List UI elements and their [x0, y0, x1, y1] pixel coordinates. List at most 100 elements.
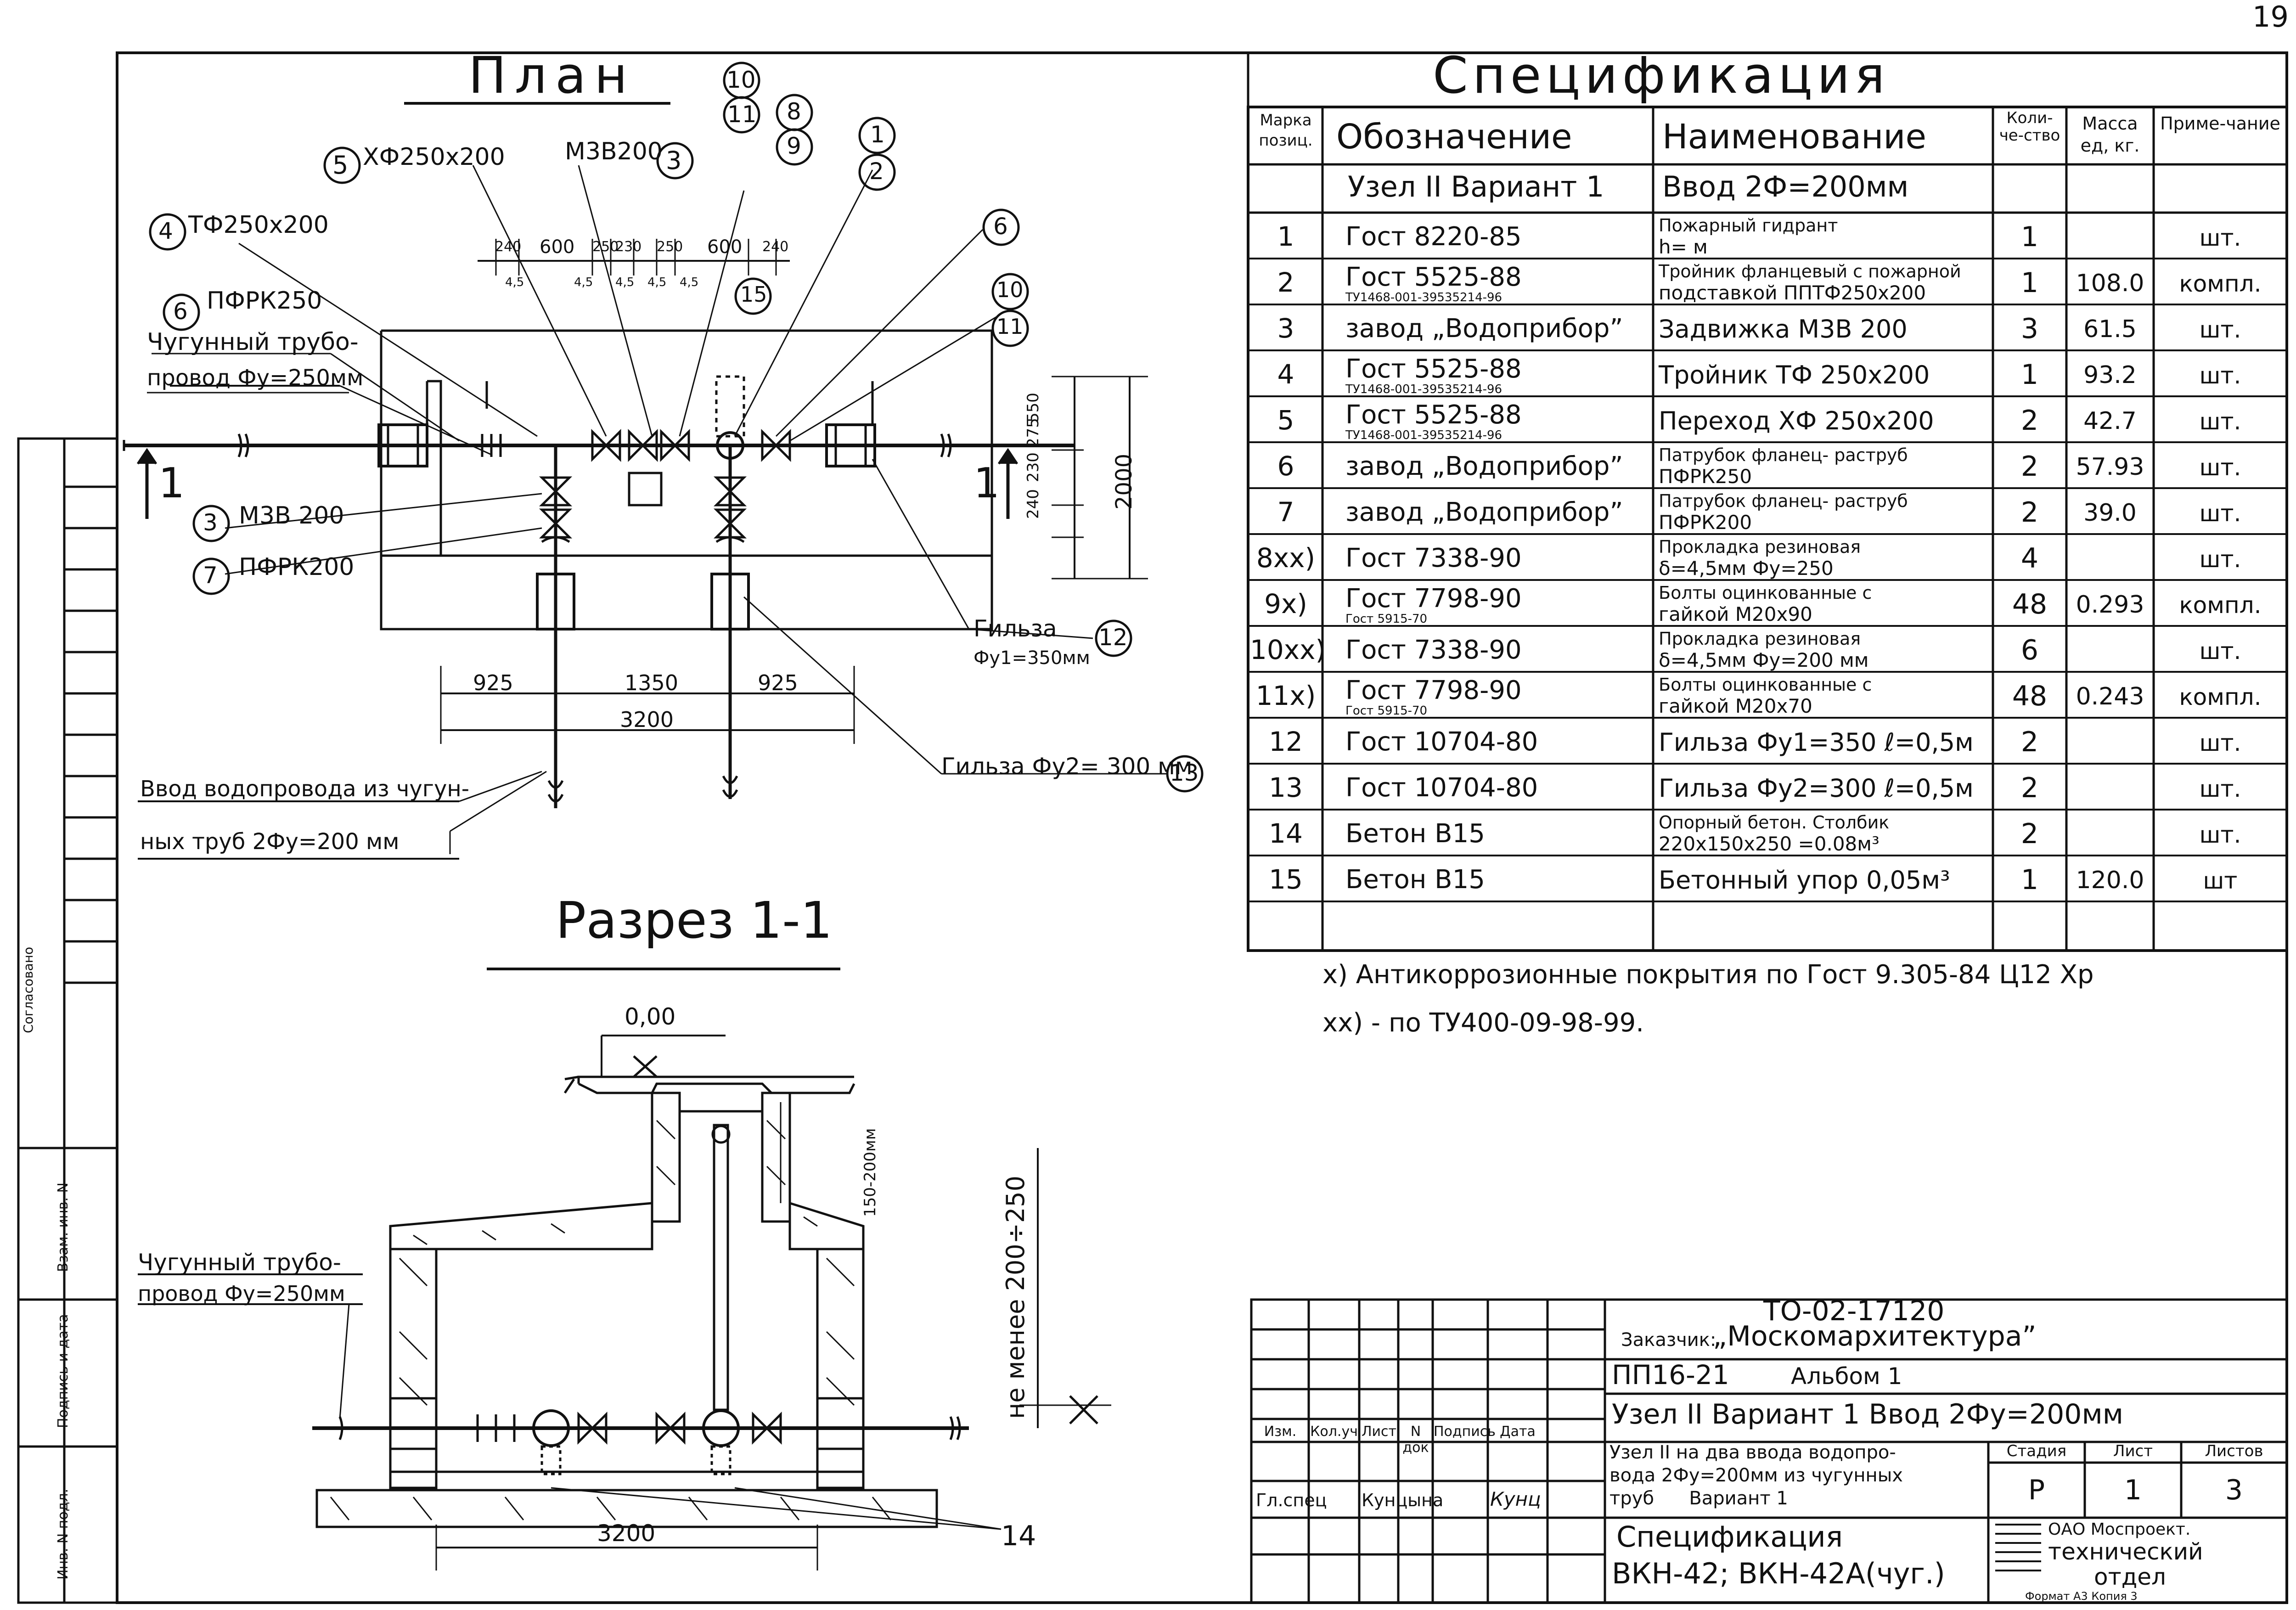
side-stamp [17, 437, 118, 1604]
callout-5-label: ХФ250х200 [363, 143, 505, 171]
spec-cell-pos: 1 [1277, 221, 1294, 252]
spec-cell-mass: 0.243 [2076, 683, 2144, 710]
callout-13: 13 [1170, 760, 1199, 786]
spec-cell-qty: 1 [2020, 267, 2039, 299]
spec-cell-pos: 9x) [1264, 588, 1307, 619]
spec-cell-name1: Прокладка резиновая [1659, 629, 1861, 649]
tb-stage: Р [2028, 1474, 2045, 1506]
callout-11-right: 11 [996, 314, 1024, 339]
spec-cell-note: шт. [2199, 546, 2241, 573]
spec-cell-qty: 1 [2020, 359, 2039, 391]
dim-bottom-0: 925 [473, 670, 513, 695]
spec-cell-pos: 8xx) [1256, 542, 1316, 574]
tb-customer: „Москомархитектура” [1713, 1320, 2037, 1352]
callout-9: 9 [787, 133, 801, 159]
spec-cell-name2: гайкой М20х90 [1659, 603, 1812, 625]
spec-cell-des: Бетон В15 [1345, 865, 1485, 895]
spec-cell-name1: Болты оцинкованные с [1659, 583, 1872, 603]
spec-cell-note: шт. [2199, 454, 2241, 481]
spec-cell-name1: Опорный бетон. Столбик [1659, 812, 1890, 833]
spec-cell-name1: Гильза Фу2=300 ℓ=0,5м [1659, 774, 1974, 803]
spec-header-note: Приме-чание [2160, 113, 2280, 134]
titleblock-grid [1250, 1298, 2288, 1604]
spec-cell-qty: 2 [2020, 496, 2039, 529]
plan-drawing [123, 102, 1166, 860]
spec-cell-name1: Пожарный гидрант [1659, 215, 1838, 236]
spec-cell-qty: 2 [2020, 726, 2039, 758]
dim-top-small-2: 4,5 [615, 276, 635, 289]
callout-13-label: Гильза Фу2= 300 мм [941, 753, 1193, 780]
callout-12: 12 [1098, 624, 1128, 651]
callout-3-top-label: М3В200 [565, 138, 663, 165]
spec-header-qty: Коли-че-ство [1999, 109, 2060, 145]
tb-album: Альбом 1 [1791, 1363, 1902, 1390]
tb-sheet-label: Лист [2113, 1442, 2153, 1460]
spec-cell-des2: ТУ1468-001-39535214-96 [1345, 428, 1503, 442]
section-hatch [330, 1120, 892, 1520]
side-inv-vz: Взам. инв. N [55, 1182, 71, 1272]
dim-top-1: 600 [540, 236, 575, 258]
dim-top-small-4: 4,5 [680, 276, 699, 289]
spec-cell-des: завод „Водоприбор” [1345, 451, 1623, 481]
tb-col-date: Дата [1500, 1424, 1536, 1440]
section-dim-bottom: 3200 [597, 1520, 656, 1547]
spec-cell-note: шт. [2199, 822, 2241, 848]
tb-sheets-label: Листов [2205, 1442, 2263, 1460]
spec-cell-des: завод „Водоприбор” [1345, 314, 1623, 343]
spec-cell-des2: Гост 5915-70 [1345, 704, 1428, 718]
input-label-2: ных труб 2Фу=200 мм [140, 829, 400, 855]
callout-6-right: 6 [993, 213, 1008, 240]
spec-cell-name1: Тройник фланцевый с пожарной [1659, 261, 1961, 281]
spec-cell-pos: 10xx) [1250, 634, 1326, 665]
tb-doc-1: Спецификация [1616, 1520, 1843, 1554]
spec-cell-des: Гост 7338-90 [1345, 635, 1522, 665]
side-sign-date: Подпись и дата [55, 1314, 71, 1429]
spec-cell-qty: 2 [2020, 450, 2039, 483]
section-mark-left: 1 [158, 459, 185, 507]
callout-1: 1 [870, 121, 885, 148]
dim-3200: 3200 [620, 707, 674, 732]
dim-top-0: 240 [495, 239, 522, 255]
spec-cell-note: шт. [2199, 730, 2241, 756]
spec-cell-pos: 5 [1277, 405, 1294, 436]
dim-2000: 2000 [1111, 453, 1137, 510]
callout-6-left: 6 [173, 298, 188, 325]
spec-cell-name2: ПФРК200 [1659, 511, 1752, 534]
tb-doc-2: ВКН-42; ВКН-42А(чуг.) [1612, 1557, 1945, 1590]
section-pipe-label-2: провод Фу=250мм [138, 1281, 345, 1306]
dim-right-0: 240 [1024, 489, 1042, 519]
spec-cell-name1: Тройник ТФ 250х200 [1659, 360, 1930, 389]
tb-col-sign: Подпись [1434, 1424, 1496, 1440]
dim-bottom-1: 1350 [625, 670, 679, 695]
spec-cell-name2: δ=4,5мм Фу=250 [1659, 557, 1834, 580]
spec-cell-qty: 4 [2020, 542, 2039, 574]
spec-cell-qty: 2 [2020, 772, 2039, 804]
spec-cell-des2: ТУ1468-001-39535214-96 [1345, 383, 1503, 396]
spec-cell-name2: ПФРК250 [1659, 465, 1752, 488]
tb-org-2: технический [2048, 1538, 2203, 1565]
spec-group-designation: Узел II Вариант 1 [1348, 170, 1604, 203]
plan-pipe-label-2: провод Фу=250мм [147, 365, 364, 391]
spec-cell-mass: 120.0 [2076, 867, 2144, 894]
spec-cell-mass: 42.7 [2083, 407, 2137, 435]
spec-cell-note: шт. [2199, 316, 2241, 343]
spec-cell-mass: 57.93 [2076, 453, 2144, 481]
tb-signer-name: Кунцына [1362, 1490, 1444, 1510]
spec-cell-pos: 2 [1277, 267, 1294, 298]
spec-cell-name2: 220х150х250 =0.08м³ [1659, 833, 1880, 855]
spec-cell-name1: Болты оцинкованные с [1659, 675, 1872, 695]
spec-cell-des: Гост 5525-88 [1345, 354, 1522, 384]
spec-cell-name1: Прокладка резиновая [1659, 537, 1861, 557]
spec-cell-mass: 39.0 [2083, 499, 2137, 527]
side-inv-orig: Инв. N подл. [55, 1488, 71, 1580]
spec-cell-mass: 93.2 [2083, 361, 2137, 389]
tb-album-code: ПП16-21 [1612, 1359, 1729, 1390]
spec-cell-pos: 15 [1269, 864, 1303, 895]
spec-cell-name1: Переход ХФ 250х200 [1659, 406, 1934, 435]
sheet-frame [116, 51, 2288, 1604]
section-level: 0,00 [625, 1003, 676, 1030]
spec-cell-qty: 48 [2012, 588, 2048, 620]
callout-7-label: ПФРК200 [239, 553, 355, 581]
spec-cell-pos: 4 [1277, 359, 1294, 390]
